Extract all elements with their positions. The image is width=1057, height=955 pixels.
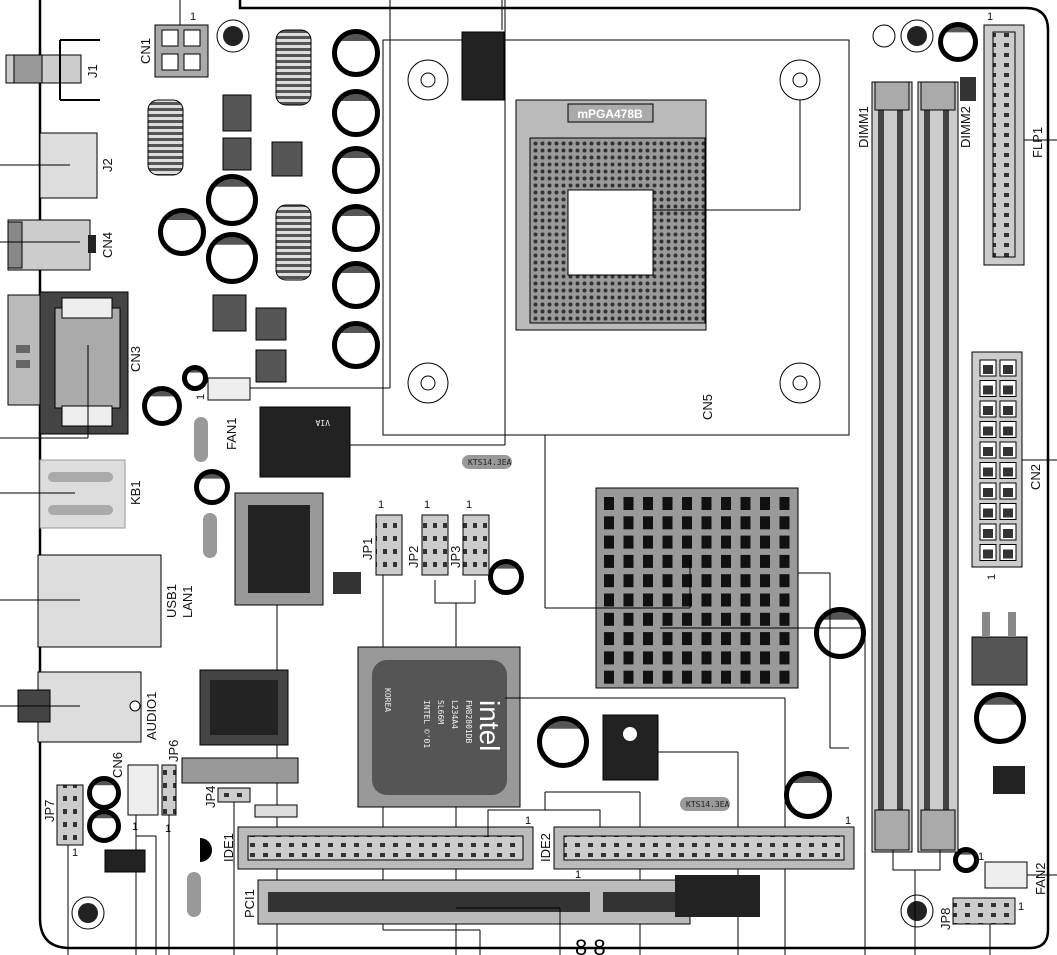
cn1-label: CN1 — [138, 38, 153, 64]
kb1-label: KB1 — [128, 480, 143, 505]
small-chip-2 — [104, 849, 146, 873]
voltage-regulators — [212, 94, 1028, 794]
winbond-superio-chip — [199, 669, 289, 746]
fan2-connector[interactable] — [984, 861, 1028, 889]
jp7-jumper[interactable] — [56, 784, 84, 846]
svg-text:VIA: VIA — [315, 418, 330, 427]
svg-text:intel: intel — [474, 700, 505, 751]
cn3-label: CN3 — [128, 346, 143, 372]
bios-socket — [181, 757, 299, 784]
fan1-pin1: 1 — [195, 394, 207, 400]
socket-label: mPGA478B — [577, 107, 643, 121]
pci1-slot[interactable] — [257, 879, 691, 925]
board-outline — [38, 0, 1050, 950]
jp6-label: JP6 — [166, 740, 181, 762]
pci1-label: PCI1 — [242, 889, 257, 918]
usb-lan-connector — [37, 554, 162, 648]
usb1-label: USB1 — [164, 584, 179, 618]
bottom-marks: 8 8 — [575, 935, 606, 955]
audio1-label: AUDIO1 — [144, 692, 159, 740]
ide2-label: IDE2 — [538, 833, 553, 862]
cn2-atx-power[interactable] — [971, 351, 1023, 568]
flp1-label: FLP1 — [1030, 127, 1045, 158]
cn6-label: CN6 — [110, 752, 125, 778]
fan2-label: FAN2 — [1033, 862, 1048, 895]
cn6-connector[interactable] — [127, 764, 159, 816]
jp6-pin1: 1 — [165, 823, 171, 835]
jp1-pin1: 1 — [378, 499, 384, 511]
cn4-label: CN4 — [100, 232, 115, 258]
cn2-label: CN2 — [1028, 464, 1043, 490]
audio1-connector — [17, 671, 142, 743]
svg-text:INTEL ©'01: INTEL ©'01 — [422, 700, 431, 748]
jp2-jumper[interactable] — [421, 514, 449, 576]
svg-text:SL66M: SL66M — [436, 700, 445, 724]
svg-text:KTS14.3EA: KTS14.3EA — [686, 800, 730, 809]
dimm2-label: DIMM2 — [958, 106, 973, 148]
via-chip: VIA — [259, 406, 351, 478]
cpu-retention-holes — [407, 59, 821, 404]
cn3-serial-port — [7, 291, 129, 435]
ide1-label: IDE1 — [221, 833, 236, 862]
svg-text:FW82801DB: FW82801DB — [464, 700, 473, 744]
crystals: KTS14.3EA KTS14.3EA — [187, 417, 730, 917]
fan1-connector — [207, 377, 251, 401]
realtek-lan-chip — [234, 492, 324, 606]
svg-text:KTS14.3EA: KTS14.3EA — [468, 458, 512, 467]
ide2-connector[interactable] — [553, 826, 855, 870]
ide2-pin1: 1 — [845, 815, 851, 827]
cn1-pin1: 1 — [190, 11, 196, 23]
cn1-connector — [154, 24, 209, 78]
buzzer — [200, 838, 212, 862]
dimm2-slot[interactable] — [917, 81, 959, 853]
flp1-pin1: 1 — [987, 11, 993, 23]
jp4-label: JP4 — [203, 786, 218, 808]
inductor-coils — [147, 29, 312, 281]
jp1-jumper[interactable] — [375, 514, 403, 576]
lan1-label: LAN1 — [180, 585, 195, 618]
cn5-label: CN5 — [700, 394, 715, 420]
intel-ich-chip: intel FW82801DB L234A4 SL66M INTEL ©'01 … — [357, 646, 521, 808]
jp8-pin1: 1 — [1018, 901, 1024, 913]
fan1-label: FAN1 — [224, 417, 239, 450]
cpu-socket: mPGA478B — [515, 99, 707, 331]
pwm-chip — [461, 31, 505, 101]
jp7-pin1: 1 — [72, 847, 78, 859]
cpu-area-outline — [382, 39, 850, 436]
dimm1-label: DIMM1 — [856, 106, 871, 148]
ide1-pin1: 1 — [525, 815, 531, 827]
jp3-pin1: 1 — [466, 499, 472, 511]
svg-text:KOREA: KOREA — [383, 688, 392, 712]
mounting-holes — [71, 19, 934, 930]
kb1-connector — [39, 459, 126, 529]
cn2-pin1: 1 — [986, 574, 998, 580]
svg-text:L234A4: L234A4 — [450, 700, 459, 729]
jp3-label: JP3 — [448, 546, 463, 568]
capacitors — [87, 22, 1026, 915]
fan2-pin1: 1 — [978, 851, 984, 863]
j1-label: J1 — [85, 64, 100, 78]
jp6-jumper[interactable] — [161, 764, 177, 816]
small-component — [960, 77, 976, 101]
dimm1-slot[interactable] — [871, 81, 913, 853]
small-chip-pci — [675, 875, 760, 917]
ide1-connector[interactable] — [237, 826, 534, 870]
jp3-jumper[interactable] — [462, 514, 490, 576]
j2-label: J2 — [100, 158, 115, 172]
j1-connector — [5, 39, 100, 101]
jp7-label: JP7 — [42, 800, 57, 822]
jp4-jumper[interactable] — [217, 787, 251, 803]
jp8-label: JP8 — [938, 908, 953, 930]
pci1-pin1: 1 — [575, 869, 581, 881]
small-diode — [254, 804, 298, 818]
small-chip — [333, 572, 361, 594]
audio-codec-chip — [602, 714, 659, 781]
cn6-pin1: 1 — [132, 821, 138, 833]
jp2-pin1: 1 — [424, 499, 430, 511]
jp1-label: JP1 — [360, 538, 375, 560]
jp2-label: JP2 — [406, 546, 421, 568]
cn4-connector — [7, 219, 96, 271]
jp8-jumper[interactable] — [952, 897, 1016, 925]
